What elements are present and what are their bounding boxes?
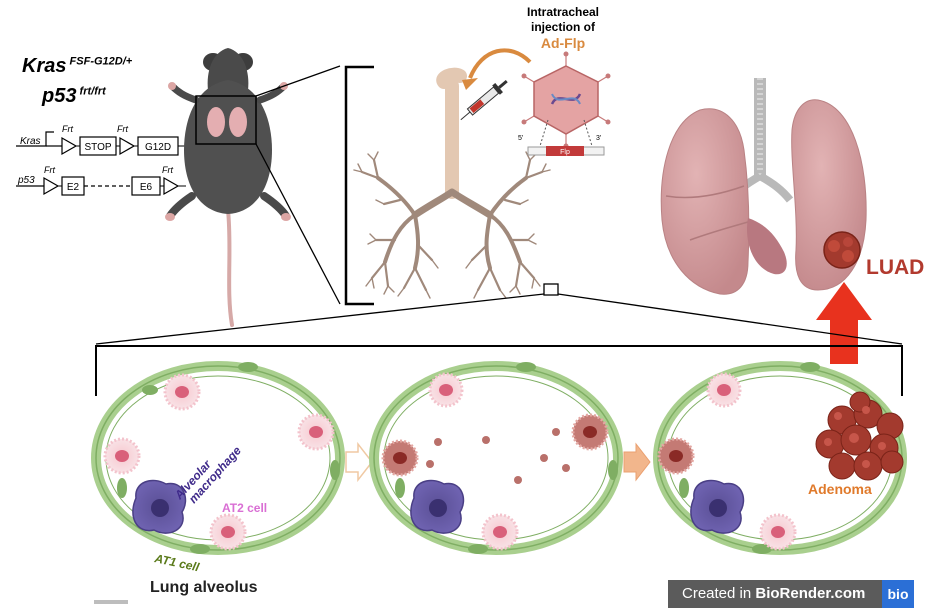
mouse-lung xyxy=(229,107,247,137)
kras-genotype: Kras FSF-G12D/+ xyxy=(22,55,132,78)
kras-construct-label: Kras xyxy=(20,136,41,147)
tumor-nodule xyxy=(823,231,861,269)
at2-cell xyxy=(209,513,247,551)
frt-site xyxy=(163,176,180,196)
step-arrow-2 xyxy=(623,442,651,482)
alveoli-bracket xyxy=(95,345,903,396)
created-in-text: Created in xyxy=(682,585,756,602)
p53-construct-label: p53 xyxy=(17,175,35,186)
adenovirus-particles xyxy=(426,428,570,484)
mouse-paw xyxy=(281,213,291,221)
frt-label: Frt xyxy=(44,165,55,175)
right-lung xyxy=(660,108,750,295)
e2-label: E2 xyxy=(67,182,80,193)
alveolus-3 xyxy=(653,361,907,555)
five-prime-label: 5' xyxy=(518,135,523,142)
lung-bracket xyxy=(344,65,374,306)
kras-gene-name: Kras xyxy=(22,55,67,77)
flp-gene xyxy=(546,146,584,156)
kras-allele: FSF-G12D/+ xyxy=(69,55,133,68)
frt-site xyxy=(43,176,60,196)
injection-text-line2: injection of xyxy=(531,20,596,34)
alveolar-macrophage xyxy=(132,479,187,534)
mouse-tail xyxy=(226,208,234,327)
at2-cell xyxy=(706,372,742,408)
biorender-brand: BioRender.com xyxy=(755,585,866,602)
p53-genotype: p53 frt/frt xyxy=(42,85,106,108)
bronchial-tree xyxy=(353,67,551,299)
transformed-at2-cell xyxy=(381,439,419,477)
progression-arrow xyxy=(816,282,872,364)
alveolar-macrophage xyxy=(410,479,465,534)
lung-alveolus-label: Lung alveolus xyxy=(150,579,258,596)
at2-cell xyxy=(759,513,797,551)
frt-label: Frt xyxy=(162,165,173,175)
biorender-badge-text: Created in BioRender.com xyxy=(682,580,865,608)
alveolar-macrophage xyxy=(690,479,745,534)
zoom-lines xyxy=(255,65,341,305)
stop-label: STOP xyxy=(84,142,111,153)
at2-cell xyxy=(163,373,201,411)
injection-text-adflp: Ad-Flp xyxy=(541,35,585,51)
mouse-paw xyxy=(168,82,176,90)
at2-cell xyxy=(428,372,464,408)
flp-label: Flp xyxy=(560,149,570,156)
luad-lungs xyxy=(660,78,867,295)
injection-arrow xyxy=(468,48,532,79)
frt-label: Frt xyxy=(117,124,128,134)
luad-label: LUAD xyxy=(866,256,924,279)
mouse-head xyxy=(207,48,249,90)
mouse-lung-box xyxy=(195,95,257,145)
three-prime-label: 3' xyxy=(596,135,601,142)
transformed-at2-cell xyxy=(571,413,609,451)
at2-label: AT2 cell xyxy=(222,501,267,515)
p53-allele: frt/frt xyxy=(79,85,106,98)
frt-label: Frt xyxy=(62,124,73,134)
alveolus-1 xyxy=(91,361,345,555)
at2-cell xyxy=(297,413,335,451)
biorender-badge[interactable]: Created in BioRender.com bio xyxy=(668,580,914,608)
mouse-lung xyxy=(207,107,225,137)
mouse-paw xyxy=(165,213,175,221)
syringe-icon xyxy=(460,79,508,121)
at1-label: AT1 cell xyxy=(152,551,201,574)
p53-gene-name: p53 xyxy=(42,85,77,107)
adenovirus-icon xyxy=(521,51,611,149)
scrollbar-fragment xyxy=(94,600,128,604)
heart-notch xyxy=(747,218,787,275)
adenoma-label: Adenoma xyxy=(808,481,872,497)
alveolus-2 xyxy=(369,361,623,555)
injection-text-line1: Intratracheal xyxy=(527,5,599,19)
g12d-label: G12D xyxy=(145,142,171,153)
injection-arrowhead xyxy=(462,78,478,90)
alveoli-zoom-lines xyxy=(95,293,903,345)
e6-label: E6 xyxy=(140,182,153,193)
step-arrow-1 xyxy=(345,441,373,483)
mouse-body xyxy=(184,80,272,214)
p53-construct: p53 Frt E2 E6 Frt xyxy=(16,165,186,196)
mouse-illustration xyxy=(165,48,291,327)
kras-construct: Kras Frt STOP Frt G12D xyxy=(16,124,186,156)
at2-cell xyxy=(481,513,519,551)
biorender-logo: bio xyxy=(882,580,914,608)
frt-site xyxy=(61,136,78,156)
at2-cell xyxy=(103,437,141,475)
frt-site xyxy=(119,136,136,156)
alveolus-zoom-box xyxy=(543,283,559,296)
transformed-at2-cell xyxy=(657,437,695,475)
